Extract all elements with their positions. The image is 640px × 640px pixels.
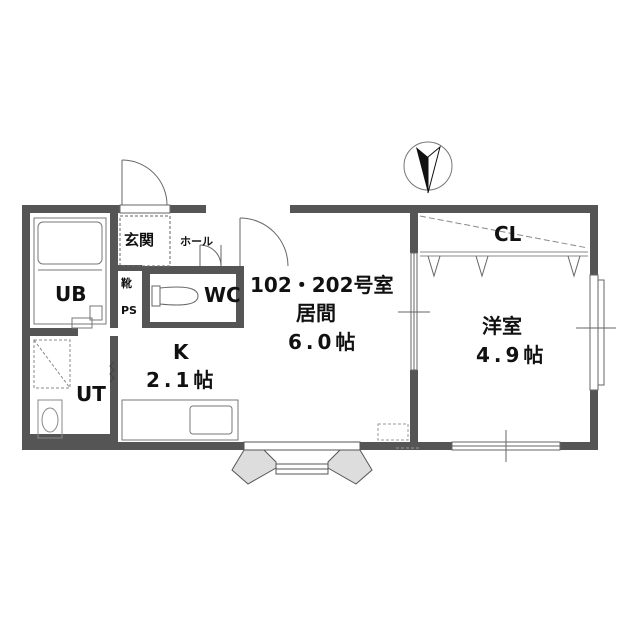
wc-door	[199, 244, 222, 267]
bath-label: UB	[55, 282, 87, 306]
north-arrow-icon	[403, 141, 453, 194]
partition-sliding	[398, 252, 430, 371]
interior-walls	[30, 213, 418, 442]
entrance-label: 玄関	[124, 231, 155, 249]
utility-fixtures	[33, 339, 115, 439]
western-room-size: 4.9帖	[476, 343, 548, 367]
hall-label: ホール	[180, 235, 213, 248]
bottom-window	[451, 430, 561, 462]
kitchen-name: K	[173, 340, 189, 364]
unit-bath-tub	[33, 217, 107, 329]
exterior-walls	[22, 205, 598, 450]
misc-marks	[377, 423, 420, 449]
pipe-space-label: PS	[121, 304, 137, 317]
western-room-name: 洋室	[482, 314, 522, 338]
closet-label: CL	[494, 222, 522, 246]
living-room-name: 居間	[296, 301, 336, 325]
bay-window	[231, 441, 373, 485]
hall-door	[239, 217, 289, 267]
kitchen-size: 2.1帖	[146, 368, 218, 392]
toilet-icon	[151, 285, 199, 307]
closet-rack	[419, 215, 589, 278]
entrance-door	[119, 159, 171, 267]
unit-title: 102・202号室	[250, 273, 394, 297]
shoe-cabinet-label: 靴	[121, 277, 132, 290]
kitchen-counter	[121, 399, 239, 441]
toilet-label: WC	[204, 283, 241, 307]
right-window	[576, 274, 616, 391]
living-room-size: 6.0帖	[288, 330, 360, 354]
utility-label: UT	[76, 382, 106, 406]
